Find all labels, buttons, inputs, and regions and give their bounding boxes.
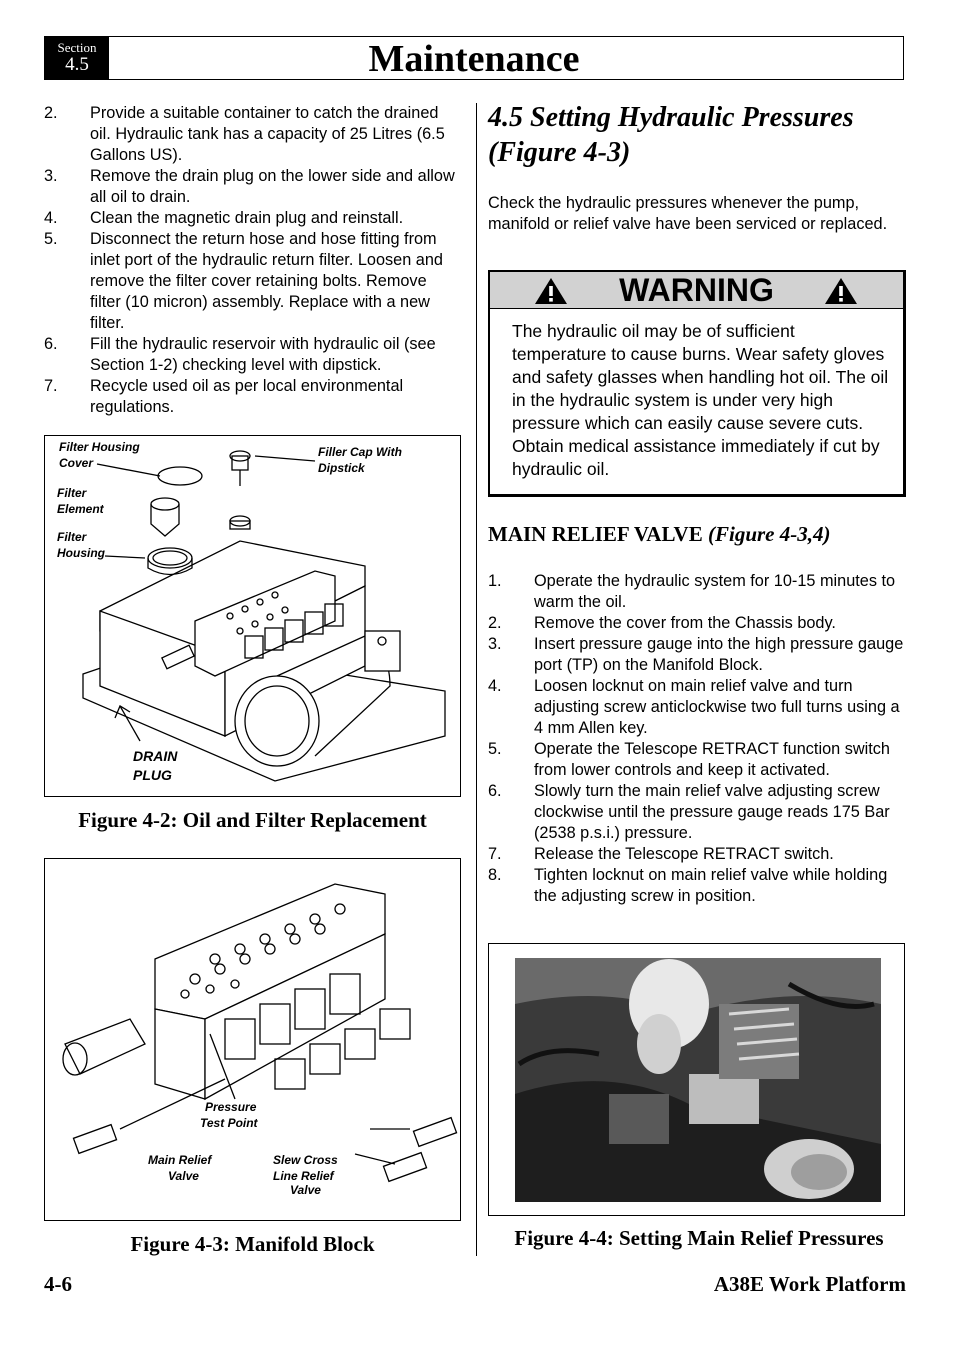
step-text: Provide a suitable container to catch th…: [90, 104, 445, 164]
figure-caption: Figure 4-2: Oil and Filter Replacement: [78, 808, 427, 832]
section-badge: Section 4.5: [45, 37, 109, 79]
label-slew-cross: Slew Cross: [273, 1153, 338, 1167]
figure-caption: Figure 4-3: Manifold Block: [130, 1232, 375, 1256]
list-item: 1. Operate the hydraulic system for 10-15…: [488, 571, 910, 613]
warning-box: WARNING The hydraulic oil may be of suff…: [488, 270, 906, 497]
section-number: 4.5: [65, 54, 89, 75]
label-slew-cross-3: Valve: [290, 1183, 321, 1197]
subsection-title: MAIN RELIEF VALVE: [488, 522, 703, 546]
list-item: 2. Provide a suitable container to catch …: [44, 103, 460, 166]
oil-filter-illustration: Filter Housing Cover Filter Element Filt…: [57, 440, 446, 783]
label-pressure-test-point: Pressure: [205, 1100, 257, 1114]
label-slew-cross-2: Line Relief: [273, 1169, 335, 1183]
step-text: Fill the hydraulic reservoir with hydrau…: [90, 335, 436, 374]
list-item: 3. Insert pressure gauge into the high pr…: [488, 634, 910, 676]
section-label: Section: [57, 40, 97, 55]
step-number: 2.: [44, 104, 58, 122]
step-text: Recycle used oil as per local environmen…: [90, 377, 404, 416]
step-text: Tighten locknut on main relief valve whi…: [534, 866, 888, 905]
warning-triangle-icon: [535, 278, 567, 304]
subsection-heading: MAIN RELIEF VALVE (Figure 4-3,4): [488, 522, 908, 547]
step-text: Operate the hydraulic system for 10-15 m…: [534, 572, 896, 611]
step-text: Release the Telescope RETRACT switch.: [534, 845, 834, 863]
step-number: 5.: [488, 740, 502, 758]
subsection-figure-ref: (Figure 4-3,4): [707, 522, 831, 546]
page-title: Maintenance: [368, 38, 580, 80]
product-name: A38E Work Platform: [713, 1272, 906, 1296]
section-heading-line: (Figure 4-3): [488, 137, 631, 168]
step-number: 5.: [44, 230, 58, 248]
step-text: Remove the drain plug on the lower side …: [90, 167, 455, 206]
label-filter-housing-cover: Filter Housing: [59, 440, 140, 454]
left-step-list: 2. Provide a suitable container to catch …: [44, 103, 460, 418]
step-number: 7.: [488, 845, 502, 863]
figure-caption: Figure 4-4: Setting Main Relief Pressure…: [514, 1226, 884, 1250]
step-number: 7.: [44, 377, 58, 395]
label-filter-housing: Filter: [57, 530, 88, 544]
figure-manifold-block: Pressure Test Point Main Relief Valve Sl…: [44, 858, 461, 1221]
column-divider: [476, 103, 477, 1256]
section-heading: 4.5 Setting Hydraulic Pressures (Figure …: [488, 100, 908, 170]
label-main-relief-valve-2: Valve: [168, 1169, 199, 1183]
step-number: 3.: [44, 167, 58, 185]
label-drain-plug: PLUG: [133, 767, 172, 783]
list-item: 7. Release the Telescope RETRACT switch.: [488, 844, 910, 865]
label-filler-cap-2: Dipstick: [318, 461, 366, 475]
main-relief-photo: [515, 958, 881, 1202]
list-item: 6. Fill the hydraulic reservoir with hydr…: [44, 334, 460, 376]
step-text: Remove the cover from the Chassis body.: [534, 614, 836, 632]
warning-triangle-icon: [825, 278, 857, 304]
label-filter-element: Filter: [57, 486, 88, 500]
warning-title: WARNING: [619, 272, 774, 308]
list-item: 5. Operate the Telescope RETRACT function…: [488, 739, 910, 781]
figure-oil-filter: Filter Housing Cover Filter Element Filt…: [44, 435, 461, 797]
warning-header: WARNING: [490, 272, 903, 309]
step-text: Loosen locknut on main relief valve and …: [534, 677, 900, 737]
step-text: Disconnect the return hose and hose fitt…: [90, 230, 443, 332]
step-text: Clean the magnetic drain plug and reinst…: [90, 209, 404, 227]
warning-text: The hydraulic oil may be of sufficient t…: [512, 321, 889, 479]
section-intro: Check the hydraulic pressures whenever t…: [488, 194, 888, 233]
step-number: 6.: [488, 782, 502, 800]
step-text: Operate the Telescope RETRACT function s…: [534, 740, 890, 779]
step-text: Slowly turn the main relief valve adjust…: [534, 782, 890, 842]
right-step-list: 1. Operate the hydraulic system for 10-15…: [488, 571, 910, 907]
label-filter-element-2: Element: [57, 502, 105, 516]
step-number: 4.: [488, 677, 502, 695]
step-number: 3.: [488, 635, 502, 653]
page-header: Section 4.5 Maintenance: [44, 36, 904, 80]
figure-main-relief-photo: [488, 943, 905, 1216]
list-item: 4. Clean the magnetic drain plug and rein…: [44, 208, 460, 229]
label-filter-housing-cover-2: Cover: [59, 456, 94, 470]
list-item: 6. Slowly turn the main relief valve adju…: [488, 781, 910, 844]
step-number: 2.: [488, 614, 502, 632]
list-item: 8. Tighten locknut on main relief valve w…: [488, 865, 910, 907]
section-heading-line: 4.5 Setting Hydraulic Pressures: [488, 102, 854, 133]
step-number: 8.: [488, 866, 502, 884]
step-number: 6.: [44, 335, 58, 353]
label-filler-cap: Filler Cap With: [318, 445, 402, 459]
manifold-block-illustration: Pressure Test Point Main Relief Valve Sl…: [62, 883, 458, 1197]
list-item: 7. Recycle used oil as per local environm…: [44, 376, 460, 418]
step-number: 4.: [44, 209, 58, 227]
step-text: Insert pressure gauge into the high pres…: [534, 635, 904, 674]
label-main-relief-valve: Main Relief: [148, 1153, 212, 1167]
page-number: 4-6: [44, 1272, 72, 1296]
label-filter-housing-2: Housing: [57, 546, 106, 560]
list-item: 3. Remove the drain plug on the lower sid…: [44, 166, 460, 208]
label-drain: DRAIN: [133, 748, 178, 764]
step-number: 1.: [488, 572, 502, 590]
list-item: 5. Disconnect the return hose and hose fi…: [44, 229, 460, 334]
list-item: 4. Loosen locknut on main relief valve an…: [488, 676, 910, 739]
list-item: 2. Remove the cover from the Chassis body…: [488, 613, 910, 634]
label-pressure-test-point-2: Test Point: [200, 1116, 259, 1130]
